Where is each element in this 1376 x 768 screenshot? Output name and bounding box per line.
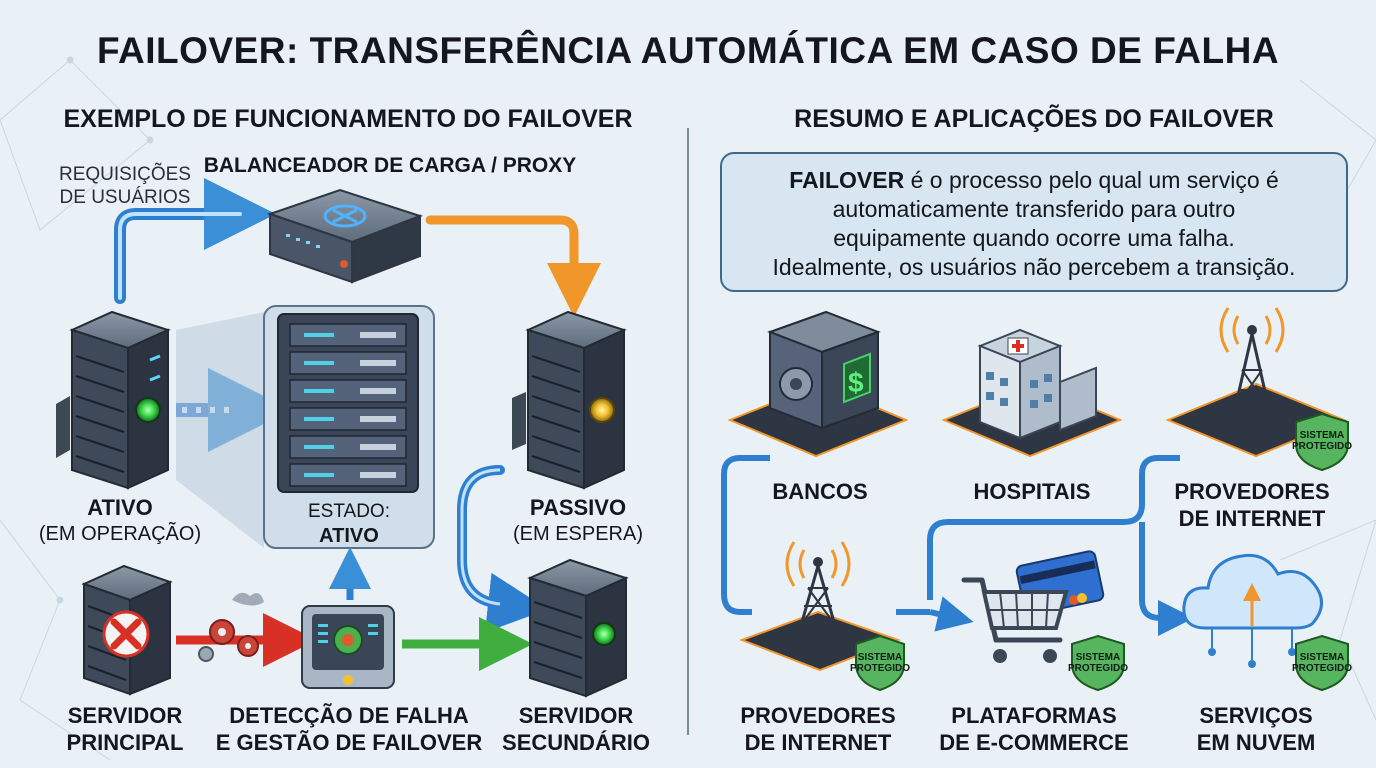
passive-label: PASSIVO (EM ESPERA) xyxy=(478,494,678,548)
secondary-server-label-line2: SECUNDÁRIO xyxy=(502,730,650,755)
shield-icon xyxy=(1295,634,1349,692)
app-label-cloud-line2: EM NUVEM xyxy=(1196,730,1316,755)
failure-x-icon xyxy=(110,618,142,650)
secondary-server-label: SERVIDOR SECUNDÁRIO xyxy=(476,702,676,756)
app-label-banks-line1: BANCOS xyxy=(772,479,868,504)
shopping-cart-icon xyxy=(961,550,1105,663)
balancer-label: BALANCEADOR DE CARGA / PROXY xyxy=(203,154,577,177)
antenna-tower-icon-2 xyxy=(785,541,851,651)
shield-icon xyxy=(1295,412,1349,472)
app-label-ecommerce: PLATAFORMAS DE E-COMMERCE xyxy=(934,702,1134,756)
app-label-isp-bottom: PROVEDORES DE INTERNET xyxy=(728,702,908,756)
hospital-icon xyxy=(977,328,1097,440)
antenna-tower-icon xyxy=(1219,307,1285,441)
state-indicator: ESTADO: ATIVO xyxy=(264,500,434,548)
secondary-server-icon xyxy=(527,558,629,698)
definition-keyword: FAILOVER xyxy=(789,167,905,193)
app-label-isp-top-line2: DE INTERNET xyxy=(1178,506,1326,531)
page-title: FAILOVER: TRANSFERÊNCIA AUTOMÁTICA EM CA… xyxy=(96,30,1280,71)
cloud-icon xyxy=(1182,553,1323,668)
secondary-server-label-line1: SERVIDOR xyxy=(518,703,634,728)
detection-label: DETECÇÃO DE FALHA E GESTÃO DE FAILOVER xyxy=(214,702,484,756)
definition-line3: equipamente quando ocorre uma falha. xyxy=(833,225,1235,251)
svg-text:$: $ xyxy=(848,367,864,398)
app-label-ecommerce-line2: DE E-COMMERCE xyxy=(939,730,1129,755)
definition-line2: automaticamente transferido para outro xyxy=(832,196,1236,222)
active-title: ATIVO xyxy=(87,495,153,520)
app-label-isp-bottom-line1: PROVEDORES xyxy=(740,703,896,728)
failed-primary-server-icon xyxy=(81,564,173,696)
gears-icon xyxy=(198,592,264,662)
load-balancer-icon xyxy=(266,188,424,284)
zoom-projection xyxy=(176,312,264,548)
definition-text: FAILOVER é o processo pelo qual um servi… xyxy=(722,166,1346,282)
detection-label-line1: DETECÇÃO DE FALHA xyxy=(229,703,469,728)
active-subtitle: (EM OPERAÇÃO) xyxy=(38,523,202,545)
app-label-isp-top: PROVEDORES DE INTERNET xyxy=(1162,478,1342,532)
app-label-isp-bottom-line2: DE INTERNET xyxy=(744,730,892,755)
active-label: ATIVO (EM OPERAÇÃO) xyxy=(20,494,220,548)
passive-subtitle: (EM ESPERA) xyxy=(512,523,644,545)
vault-icon: $ xyxy=(767,310,881,430)
request-flow-arrow xyxy=(114,178,276,304)
app-label-hospitals-line1: HOSPITAIS xyxy=(973,479,1091,504)
active-server-icon xyxy=(56,310,171,490)
primary-server-label-line2: PRINCIPAL xyxy=(66,730,184,755)
smoke-icon xyxy=(232,592,264,606)
app-label-banks: BANCOS xyxy=(730,478,910,505)
rack-server-icon xyxy=(277,313,419,493)
shield-icons xyxy=(855,412,1349,692)
primary-server-label: SERVIDOR PRINCIPAL xyxy=(20,702,230,756)
passive-title: PASSIVO xyxy=(529,495,627,520)
state-value: ATIVO xyxy=(319,525,379,547)
detection-label-line2: E GESTÃO DE FAILOVER xyxy=(215,730,483,755)
right-section-heading: RESUMO E APLICAÇÕES DO FAILOVER xyxy=(794,105,1274,133)
left-section-heading: EXEMPLO DE FUNCIONAMENTO DO FAILOVER xyxy=(63,105,633,133)
shield-icon xyxy=(855,634,905,692)
definition-box: FAILOVER é o processo pelo qual um servi… xyxy=(720,152,1348,292)
failover-controller-icon xyxy=(301,605,395,689)
balancer-to-passive-arrow xyxy=(425,215,601,317)
app-label-cloud-line1: SERVIÇOS xyxy=(1199,703,1313,728)
app-label-cloud: SERVIÇOS EM NUVEM xyxy=(1166,702,1346,756)
definition-line4: Idealmente, os usuários não percebem a t… xyxy=(772,254,1296,280)
app-label-isp-top-line1: PROVEDORES xyxy=(1174,479,1330,504)
primary-server-label-line1: SERVIDOR xyxy=(67,703,183,728)
app-label-ecommerce-line1: PLATAFORMAS xyxy=(951,703,1117,728)
requests-label: REQUISIÇÕES DE USUÁRIOS xyxy=(40,163,210,209)
requests-label-line2: DE USUÁRIOS xyxy=(59,187,191,208)
shield-icon xyxy=(1071,634,1125,692)
app-label-hospitals: HOSPITAIS xyxy=(942,478,1122,505)
definition-line1: é o processo pelo qual um serviço é xyxy=(904,167,1279,193)
passive-server-icon xyxy=(512,310,627,490)
state-label: ESTADO: xyxy=(308,501,390,522)
requests-label-line1: REQUISIÇÕES xyxy=(59,164,191,185)
